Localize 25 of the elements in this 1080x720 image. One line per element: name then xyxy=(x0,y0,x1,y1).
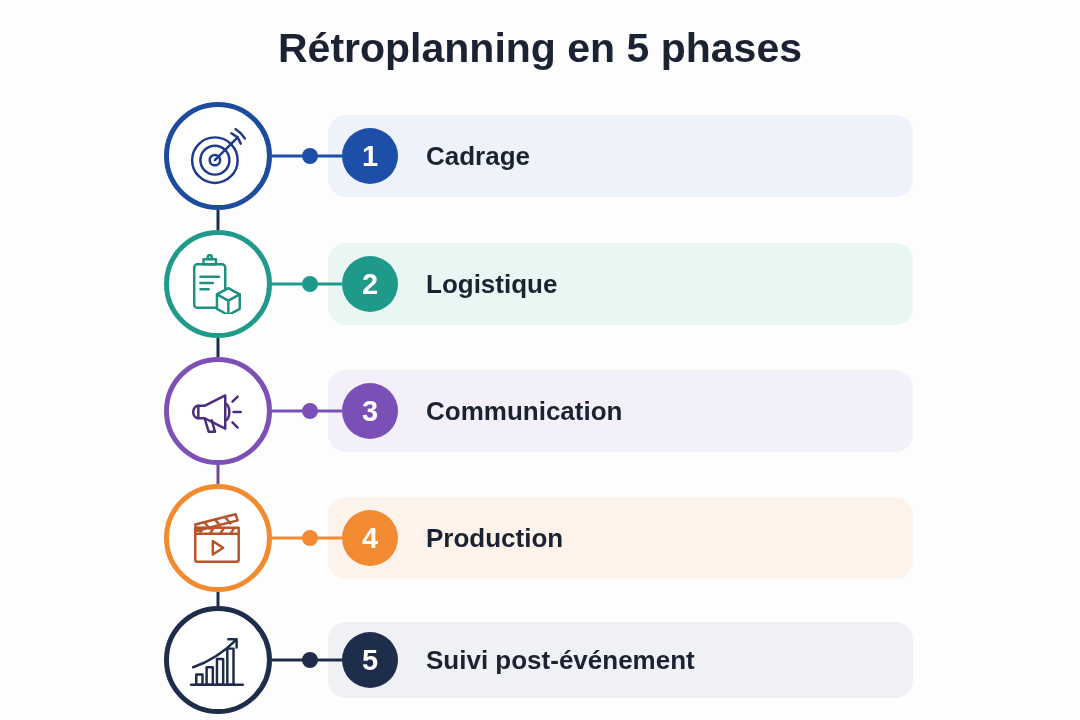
connector-line-with-dot xyxy=(272,148,342,164)
connector-line xyxy=(216,465,220,484)
step-number-badge: 1 xyxy=(342,128,398,184)
connector-line xyxy=(216,338,220,357)
step-number-badge: 2 xyxy=(342,256,398,312)
phase-card xyxy=(328,370,913,452)
connector-line-with-dot xyxy=(272,652,342,668)
connector-line-with-dot xyxy=(272,403,342,419)
step-number-badge: 3 xyxy=(342,383,398,439)
phase-card xyxy=(328,243,913,325)
phase-title: Suivi post-événement xyxy=(426,644,695,676)
phase-title: Logistique xyxy=(426,268,558,300)
phase-card xyxy=(328,115,913,197)
connector-line-with-dot xyxy=(272,276,342,292)
title: Rétroplanning en 5 phases xyxy=(278,24,802,72)
phase-title: Production xyxy=(426,522,564,554)
phase-title: Cadrage xyxy=(426,140,531,172)
connector-line-with-dot xyxy=(272,530,342,546)
phase-card xyxy=(328,497,913,579)
step-number-badge: 5 xyxy=(342,632,398,688)
connector-line xyxy=(216,592,220,606)
connector-line xyxy=(216,210,220,230)
phase-card xyxy=(328,622,913,698)
phase-title: Communication xyxy=(426,395,623,427)
step-number-badge: 4 xyxy=(342,510,398,566)
